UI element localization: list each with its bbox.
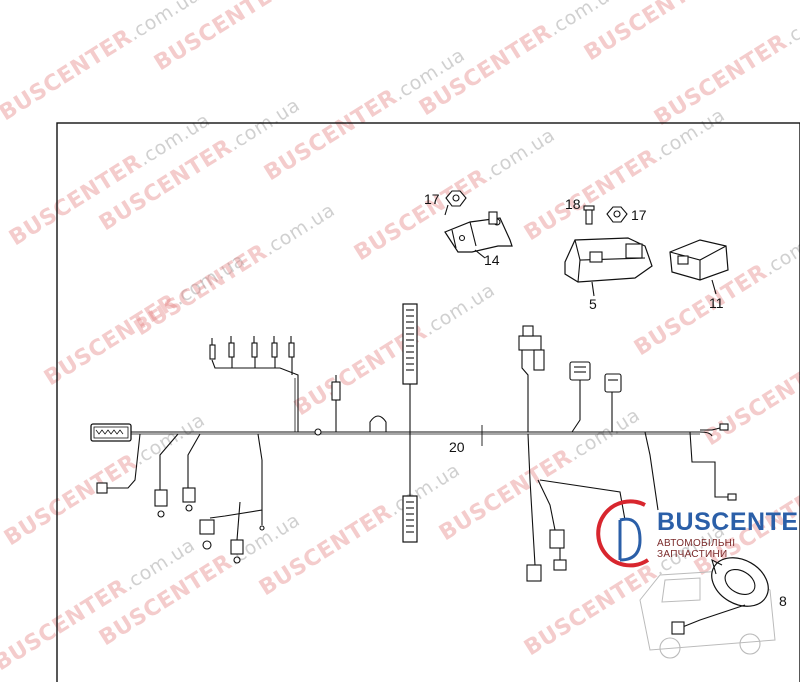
upper-right-connectors <box>518 325 622 433</box>
upper-left-branch <box>209 336 299 432</box>
right-branch <box>644 423 737 511</box>
label-17-right: 17 <box>631 207 647 223</box>
label-11: 11 <box>709 295 724 311</box>
part-18-bolt <box>583 205 595 225</box>
main-connector-left <box>90 423 132 442</box>
label-8: 8 <box>779 593 787 609</box>
trunk-clip <box>314 415 387 436</box>
lower-mid-branches <box>526 433 626 582</box>
buscenter-logo-mark <box>596 499 776 659</box>
part-14-bracket <box>444 211 513 259</box>
buscenter-logo-tagline: АВТОМОБІЛЬНІ ЗАПЧАСТИНИ <box>657 538 736 560</box>
tall-connector-lower <box>402 432 418 543</box>
part-17-nut-left <box>444 190 467 216</box>
label-14: 14 <box>484 252 500 268</box>
part-11-module <box>669 239 729 295</box>
part-17-nut-right <box>606 206 628 223</box>
tall-connector-upper <box>402 303 418 432</box>
part-5-module <box>564 237 653 297</box>
drawing-frame <box>56 122 800 682</box>
label-20: 20 <box>449 439 465 455</box>
small-upper-connector <box>331 375 341 432</box>
lower-left-branches <box>96 433 265 564</box>
part-number-labels: 20 17 18 17 14 5 11 8 <box>424 191 787 609</box>
buscenter-logo-text: BUSCENTER <box>657 508 800 536</box>
label-17-left: 17 <box>424 191 440 207</box>
label-18: 18 <box>565 196 581 212</box>
main-harness-trunk <box>131 425 713 446</box>
part-8-ring-sensor <box>671 557 769 635</box>
label-5: 5 <box>589 296 597 312</box>
